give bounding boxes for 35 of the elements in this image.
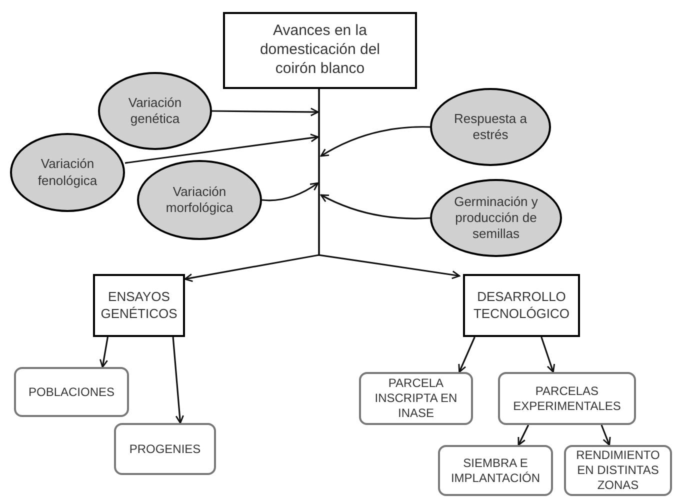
- arrow: [320, 194, 430, 220]
- arrow: [172, 336, 184, 424]
- node-label: DESARROLLO TECNOLÓGICO: [473, 289, 570, 322]
- node-label: PARCELA INSCRIPTA EN INASE: [374, 376, 458, 421]
- item-box: [14, 367, 129, 417]
- arrow: [540, 336, 556, 373]
- node-label: POBLACIONES: [28, 384, 115, 400]
- arrow: [518, 424, 530, 446]
- node-label: Variación genética: [127, 94, 183, 128]
- arrow: [600, 424, 611, 446]
- node-label: RENDIMIENTO EN DISTINTAS ZONAS: [575, 448, 661, 493]
- title-box: [463, 274, 580, 337]
- arrow: [124, 134, 319, 164]
- node-label: Variación morfológica: [164, 184, 234, 216]
- item-box: [114, 423, 216, 475]
- arrow: [318, 89, 460, 280]
- title-box: [93, 274, 185, 337]
- node-label: PROGENIES: [129, 442, 201, 456]
- arrow: [262, 182, 319, 202]
- node-label: Variación fenológica: [36, 156, 98, 189]
- node-label: PARCELAS EXPERIMENTALES: [512, 384, 622, 414]
- node-label: Respuesta a estrés: [453, 110, 528, 144]
- title-box: [223, 12, 417, 89]
- item-box: [438, 445, 553, 496]
- item-box: [359, 372, 473, 425]
- node-label: Avances en la domesticación del coirón blanco: [258, 22, 382, 79]
- arrow: [212, 108, 319, 116]
- arrow: [458, 336, 476, 373]
- item-box: [564, 445, 672, 496]
- node-label: SIEMBRA E IMPLANTACIÓN: [450, 456, 542, 486]
- arrow: [100, 336, 108, 368]
- node-label: Germinación y producción de semillas: [453, 194, 539, 242]
- item-box: [498, 372, 636, 425]
- node-label: ENSAYOS GENÉTICOS: [100, 289, 178, 322]
- arrow: [320, 126, 430, 157]
